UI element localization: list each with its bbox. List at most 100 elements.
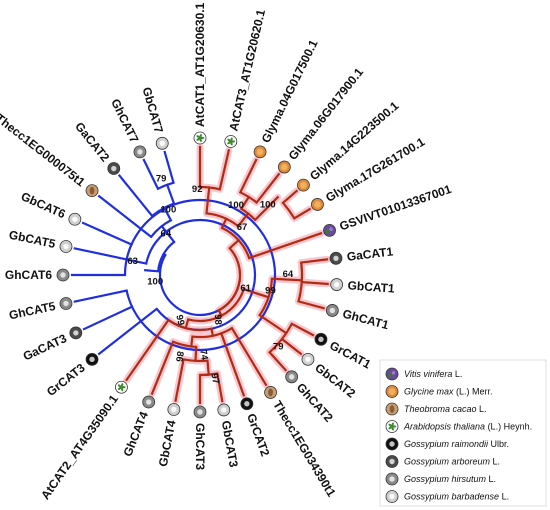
species-marker-icon <box>296 178 310 192</box>
species-marker-icon <box>193 405 207 419</box>
internal-branch <box>239 195 251 211</box>
connector-arc <box>167 319 212 332</box>
species-marker-icon <box>142 395 156 409</box>
legend-author: L. <box>490 457 500 467</box>
internal-branch <box>125 258 148 265</box>
species-marker-icon <box>240 397 254 411</box>
species-marker-icon <box>330 278 344 291</box>
legend-author: L. <box>499 492 509 502</box>
legend-entry: Vitis vinifera L. <box>404 369 462 379</box>
leaf-branch <box>216 372 224 403</box>
leaf-branch <box>82 305 134 331</box>
connector-arc <box>221 226 251 259</box>
leaf-label: GrCAT3 <box>44 360 88 399</box>
bootstrap-label: 64 <box>161 229 172 240</box>
connector-arc <box>258 278 273 316</box>
species-marker-icon <box>115 380 128 394</box>
species-marker-icon <box>323 223 336 237</box>
internal-branch <box>162 206 173 222</box>
connector-arc <box>206 212 239 228</box>
legend-marker-icon <box>385 437 399 451</box>
bootstrap-label: 100 <box>228 200 244 211</box>
leaf-label: GbCAT3 <box>219 420 241 469</box>
legend-species-name: Gossypium arboreum <box>404 457 491 467</box>
species-marker-icon <box>59 297 73 310</box>
legend-marker-icon <box>385 490 399 503</box>
species-marker-icon <box>301 352 315 366</box>
bootstrap-label: 98 <box>212 314 223 325</box>
leaf-branch <box>290 322 315 337</box>
leaf-label: GaCAT1 <box>346 244 394 264</box>
leaf-label: AtCAT3_AT1G20620.1 <box>226 8 268 133</box>
species-marker-icon <box>264 386 277 399</box>
bootstrap-label: 99 <box>265 286 276 297</box>
connector-arc <box>192 327 233 339</box>
internal-branch <box>242 287 270 299</box>
leaf-branch <box>292 207 312 220</box>
leaf-label: GhCAT7 <box>108 97 141 146</box>
legend-entry: Gossypium arboreum L. <box>404 457 500 467</box>
internal-branch <box>205 186 211 215</box>
legend-marker-icon <box>385 367 399 381</box>
leaf-branch <box>73 247 128 261</box>
legend-marker-icon <box>385 402 399 416</box>
species-legend: Vitis vinifera L.Glycine max (L.) Merr.T… <box>379 359 547 507</box>
species-marker-icon <box>277 160 291 174</box>
leaf-label: GbCAT2 <box>312 361 358 401</box>
bootstrap-label: 99 <box>173 314 186 327</box>
leaf-label: Thecc1EG000075t1 <box>0 111 88 190</box>
leaf-branch <box>97 307 159 356</box>
legend-author: L. <box>452 369 462 379</box>
leaf-label: GhCAT2 <box>294 380 336 425</box>
species-marker-icon <box>285 370 299 384</box>
bootstrap-label: 63 <box>127 256 138 267</box>
species-marker-icon <box>68 212 82 226</box>
leaf-label: GaCAT2 <box>72 119 112 164</box>
bootstrap-label: 64 <box>283 269 294 280</box>
species-marker-icon <box>56 268 70 282</box>
leaf-branch <box>238 158 258 194</box>
legend-entry: Glycine max (L.) Merr. <box>404 387 493 397</box>
species-marker-icon <box>85 184 99 198</box>
legend-species-name: Glycine max <box>404 387 454 397</box>
bootstrap-label: 100 <box>160 204 176 215</box>
internal-branch <box>258 313 288 335</box>
internal-branch <box>228 238 241 250</box>
legend-author: Ulbr. <box>488 439 509 449</box>
internal-branch <box>165 183 176 205</box>
leaf-branch <box>218 148 231 191</box>
bootstrap-label: 97 <box>208 372 221 384</box>
legend-species-name: Gossypium barbadense <box>404 492 499 502</box>
internal-branch <box>210 327 215 337</box>
bootstrap-label: 86 <box>173 350 185 362</box>
bootstrap-label: 92 <box>192 184 203 195</box>
legend-entry: Gossypium hirsutum L. <box>404 474 496 484</box>
bootstrap-label: 67 <box>237 222 248 233</box>
tree-branches <box>70 145 329 405</box>
root-arc-blue <box>158 254 221 317</box>
internal-branch <box>160 224 176 244</box>
species-marker-icon <box>325 304 339 317</box>
leaf-label: GaCAT3 <box>21 331 69 363</box>
leaf-branch <box>247 231 323 260</box>
leaf-branch <box>73 289 128 303</box>
species-marker-icon <box>253 145 267 159</box>
connector-arc <box>123 198 277 352</box>
legend-marker-icon <box>385 455 399 468</box>
leaf-label: GbCAT4 <box>156 419 179 468</box>
legend-entry: Gossypium barbadense L. <box>404 492 509 502</box>
bootstrap-label: 79 <box>273 342 284 353</box>
leaf-branch <box>174 358 185 402</box>
leaf-label: GrCAT2 <box>244 412 272 459</box>
legend-author: (L.) Heynh. <box>485 422 532 432</box>
leaf-branch <box>255 172 281 205</box>
species-marker-icon <box>217 403 231 417</box>
internal-branch <box>220 217 228 230</box>
internal-branch <box>184 318 190 330</box>
legend-box <box>379 359 547 507</box>
species-marker-icon <box>224 135 238 148</box>
species-marker-icon <box>329 251 343 265</box>
